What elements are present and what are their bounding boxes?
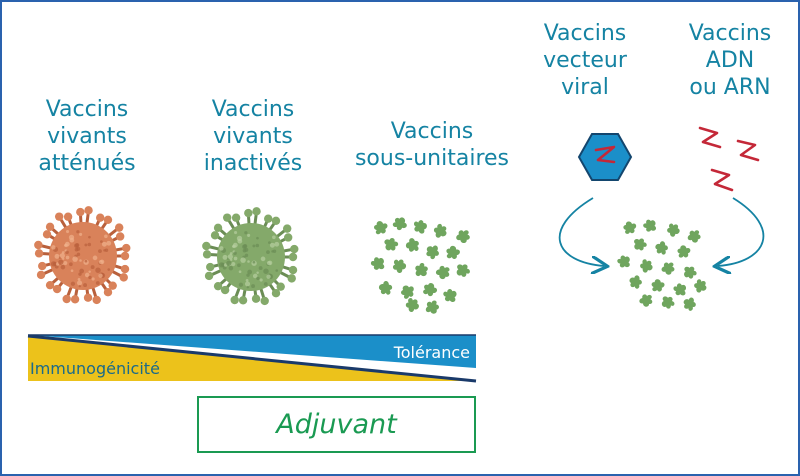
adjuvant-box: Adjuvant bbox=[197, 396, 476, 453]
scale-divider bbox=[27, 334, 477, 383]
squiggle-strand-icon bbox=[698, 126, 760, 192]
tolerance-band bbox=[28, 335, 476, 368]
expressed-protein-fragments-icon bbox=[617, 219, 707, 311]
label-live-attenuated: Vaccins vivants atténués bbox=[38, 97, 136, 176]
label-viral-vector: Vaccins vecteur viral bbox=[543, 21, 627, 100]
arrow-vector-to-proteins bbox=[558, 197, 604, 266]
tolerance-label: Tolérance bbox=[393, 343, 470, 362]
immunogenicity-label: Immunogénicité bbox=[30, 359, 160, 378]
protein-fragments-icon bbox=[370, 217, 470, 314]
adjuvant-label: Adjuvant bbox=[276, 409, 397, 440]
arrow-nucleic-to-proteins bbox=[718, 197, 765, 266]
coronavirus-inactivated-icon bbox=[202, 207, 299, 306]
label-dna-rna: Vaccins ADN ou ARN bbox=[688, 21, 772, 100]
label-live-inactivated: Vaccins vivants inactivés bbox=[203, 97, 303, 176]
coronavirus-attenuated-icon bbox=[34, 206, 131, 305]
label-subunit: Vaccins sous-unitaires bbox=[354, 119, 510, 171]
hexagon-capsid-icon bbox=[577, 133, 633, 181]
